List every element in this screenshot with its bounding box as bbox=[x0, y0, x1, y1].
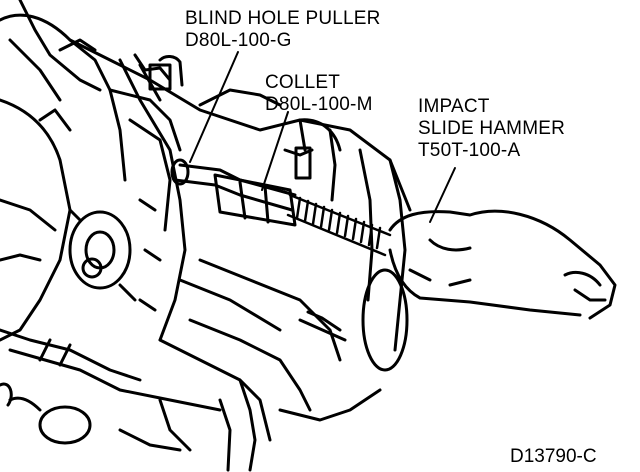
figure-id: D13790-C bbox=[510, 446, 597, 467]
threaded-shaft bbox=[286, 193, 392, 257]
impact-slide-hammer-line1: IMPACT bbox=[418, 96, 490, 117]
blind-hole-puller bbox=[170, 158, 297, 212]
impact-slide-hammer-label: IMPACT SLIDE HAMMER T50T-100-A bbox=[418, 96, 565, 162]
blind-hole-puller-part-number: D80L-100-G bbox=[185, 30, 292, 51]
impact-slide-hammer-line2: SLIDE HAMMER bbox=[418, 118, 566, 139]
collet-part-number: D80L-100-M bbox=[265, 94, 373, 115]
blind-hole-puller-label: BLIND HOLE PULLER D80L-100-G bbox=[185, 8, 381, 52]
collet-name: COLLET bbox=[265, 72, 341, 93]
slide-hammer-handle bbox=[388, 209, 617, 320]
impact-slide-hammer-part-number: T50T-100-A bbox=[418, 140, 521, 161]
blind-hole-puller-name: BLIND HOLE PULLER bbox=[185, 8, 381, 29]
collet bbox=[213, 173, 297, 227]
leader-lines bbox=[189, 51, 456, 223]
transmission-case bbox=[0, 0, 412, 472]
collet-label: COLLET D80L-100-M bbox=[265, 72, 373, 116]
